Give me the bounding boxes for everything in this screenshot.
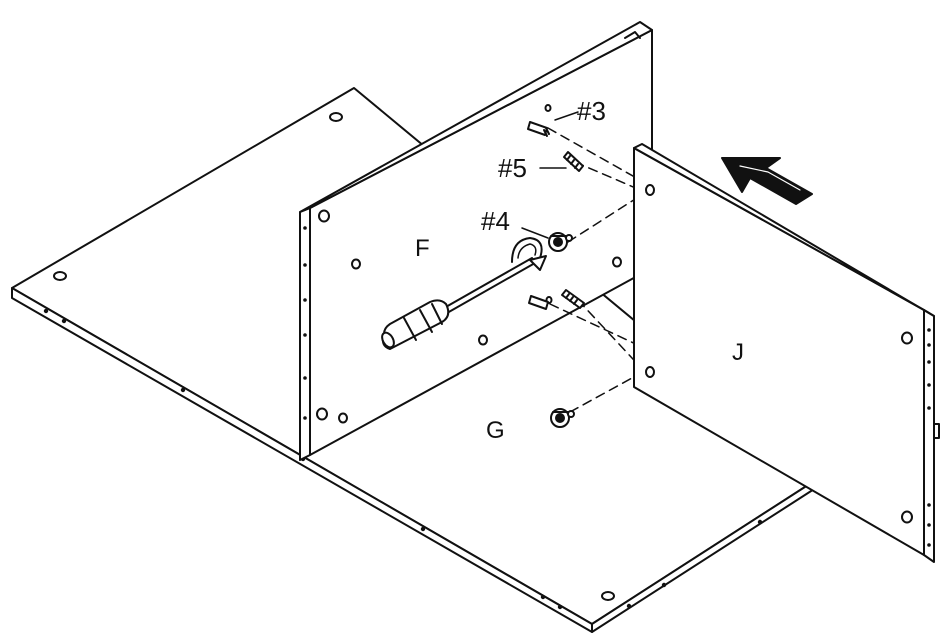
label-hardware-3: #3: [577, 96, 606, 126]
cam-bolt-lower: [561, 289, 585, 309]
dowel-lower: [528, 295, 549, 310]
label-hardware-5: #5: [498, 153, 527, 183]
screwdriver-icon: [381, 257, 536, 350]
leader-4: [521, 227, 549, 239]
cam-bolt-5: [563, 151, 584, 172]
upright-edge-holes: [303, 226, 307, 420]
side-panel-j: [633, 143, 940, 563]
label-panel-g: G: [486, 417, 505, 444]
label-hardware-4: #4: [481, 206, 510, 236]
label-panel-j: J: [732, 339, 744, 366]
rotate-arrow-icon: [511, 237, 547, 271]
cam-lock-lower: [550, 408, 575, 428]
dowel-3: [527, 121, 550, 137]
label-panel-f: F: [415, 235, 430, 262]
side-edge-holes: [927, 328, 931, 547]
cam-lock-4: [548, 232, 573, 252]
direction-arrow-icon: [721, 157, 813, 205]
leader-3: [554, 111, 579, 121]
upright-panel-f: [299, 21, 653, 461]
